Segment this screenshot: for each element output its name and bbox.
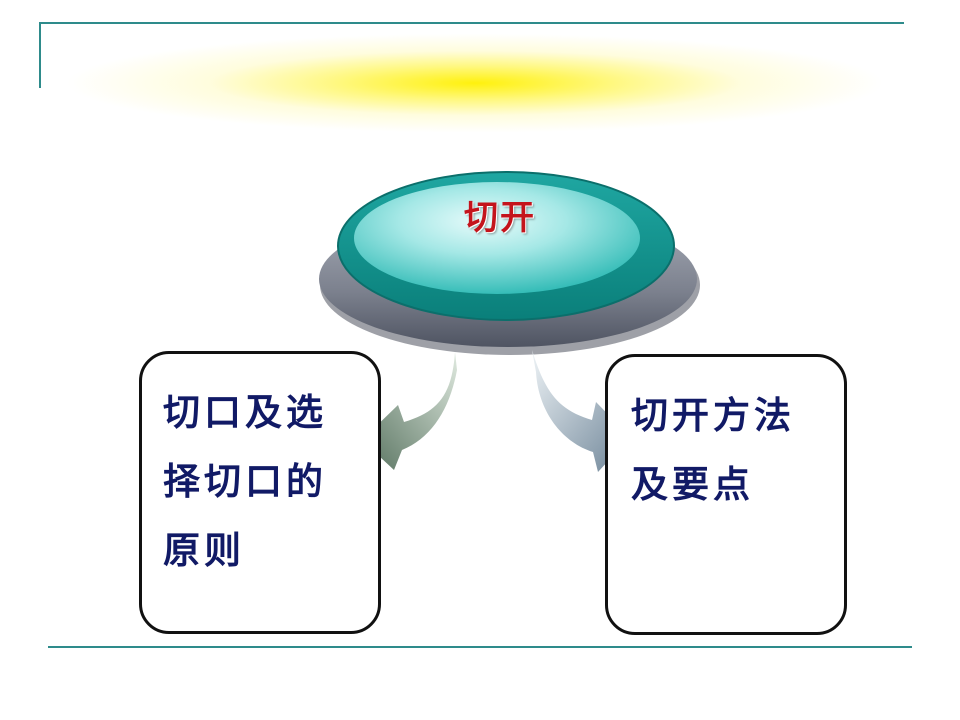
- hub-top: [354, 182, 640, 294]
- hub-label: 切开: [464, 198, 536, 238]
- left-box: 切口及选择切口的原则: [139, 351, 381, 634]
- left-box-text: 切口及选择切口的原则: [163, 391, 327, 572]
- arrow-to-left-box: [362, 352, 457, 470]
- bottom-rule: [48, 646, 912, 648]
- top-rule: [40, 22, 904, 24]
- left-rule: [39, 22, 41, 88]
- right-box: 切开方法及要点: [605, 354, 847, 635]
- title-glow-banner: [50, 30, 900, 148]
- right-box-text: 切开方法及要点: [631, 394, 795, 506]
